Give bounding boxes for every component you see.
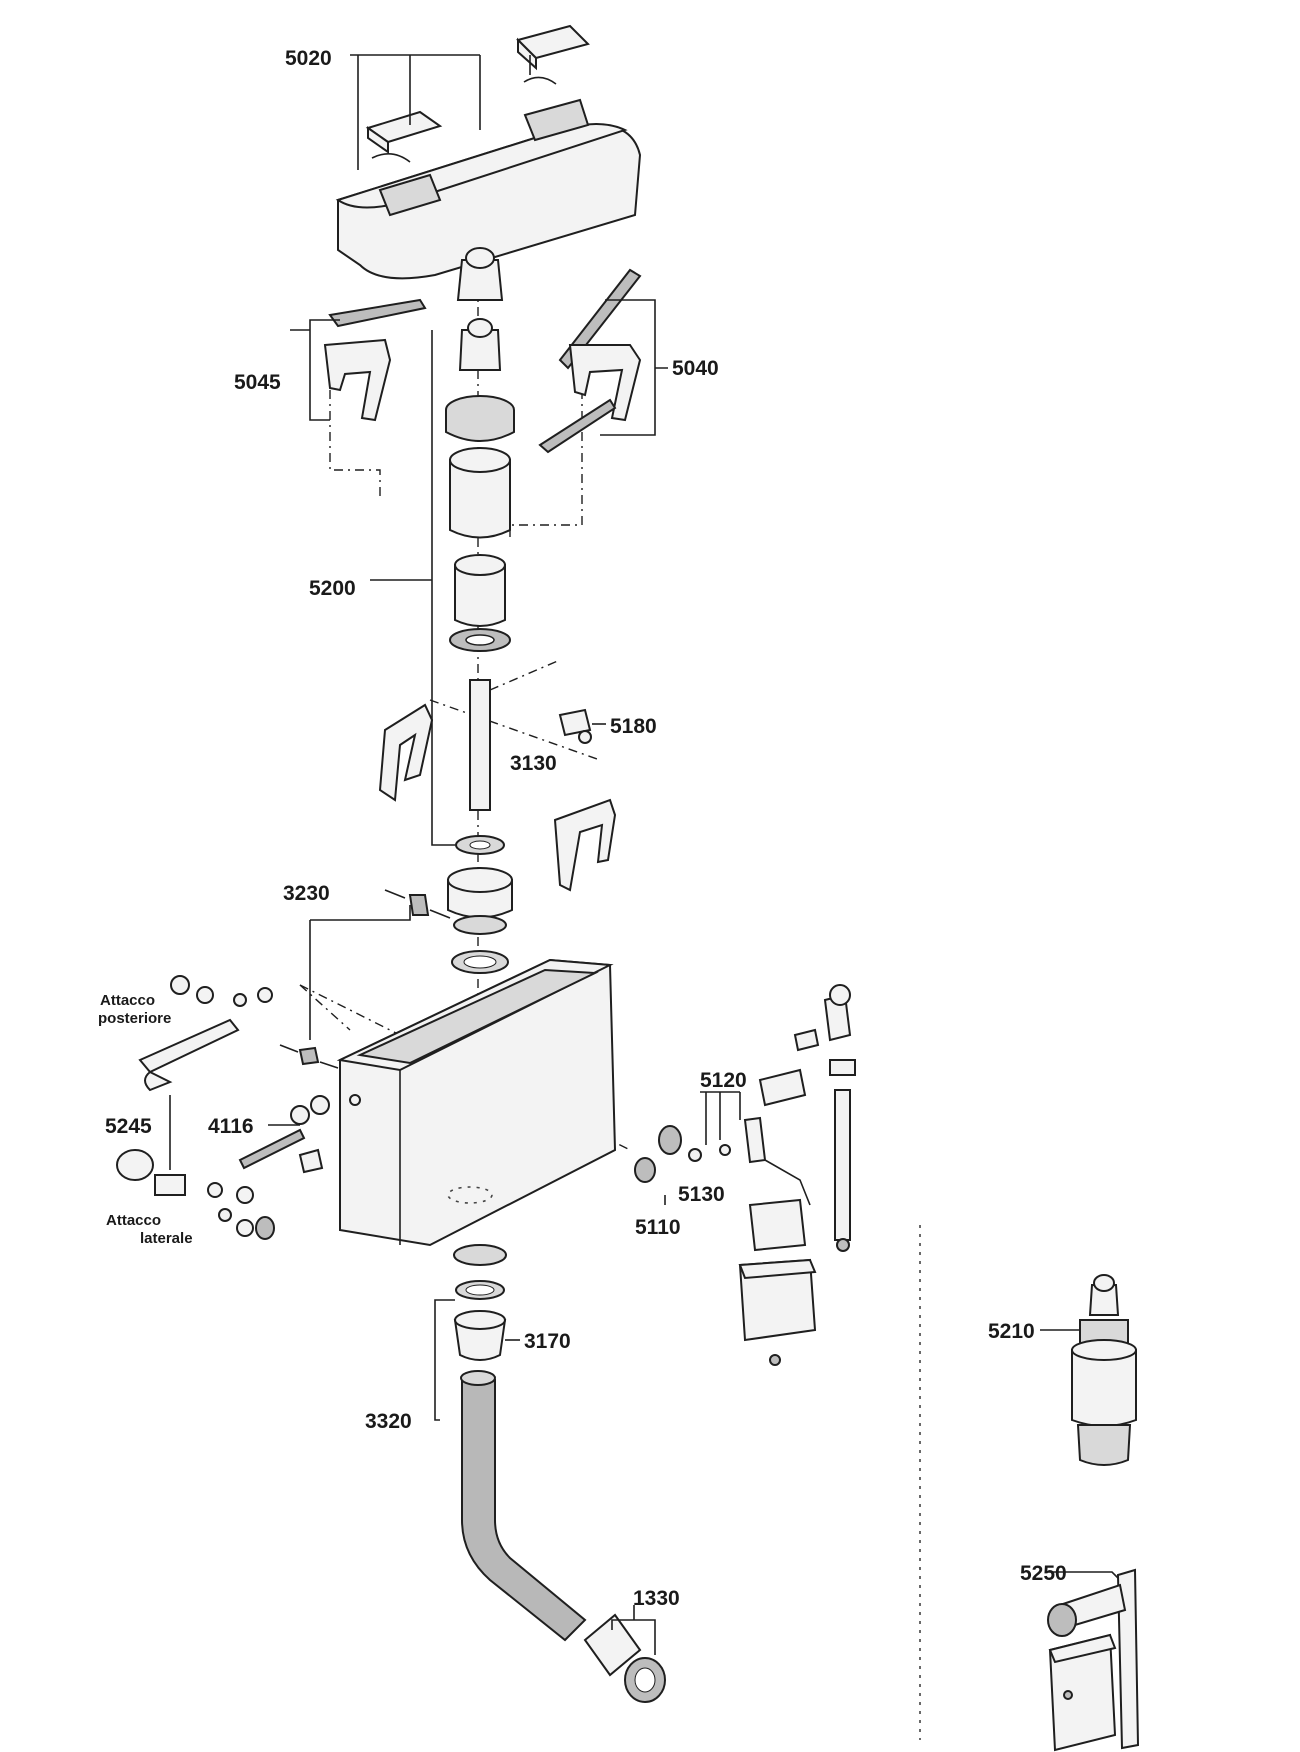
flush-pipe <box>460 1370 666 1703</box>
label-5045: 5045 <box>234 371 281 394</box>
fill-valve-assembly <box>634 984 856 1366</box>
label-3230: 3230 <box>283 882 330 905</box>
right-lever-assembly <box>538 268 668 454</box>
label-side-connection-line1: Attacco <box>106 1212 161 1229</box>
outlet-parts <box>434 1244 520 1421</box>
label-5040: 5040 <box>672 357 719 380</box>
flush-valve-column <box>370 247 515 974</box>
inset-fill-valve <box>1047 1568 1140 1752</box>
label-3320: 3320 <box>365 1410 412 1433</box>
label-4116: 4116 <box>208 1115 254 1138</box>
cistern-tank <box>279 958 617 1247</box>
top-cover-assembly <box>335 24 642 280</box>
label-5210: 5210 <box>988 1320 1035 1343</box>
label-rear-connection-line1: Attacco <box>100 992 155 1009</box>
label-rear-connection-line2: posteriore <box>98 1010 171 1027</box>
label-3130: 3130 <box>510 752 557 775</box>
label-3170: 3170 <box>524 1330 571 1353</box>
label-side-connection-line2: laterale <box>140 1230 193 1247</box>
assembly-axis-lines <box>299 160 921 1740</box>
label-1330: 1330 <box>633 1587 680 1610</box>
label-5200: 5200 <box>309 577 356 600</box>
label-5250: 5250 <box>1020 1562 1067 1585</box>
label-5130: 5130 <box>678 1183 725 1206</box>
inset-flush-valve <box>1040 1274 1137 1466</box>
left-lever-assembly <box>290 298 427 422</box>
label-5245: 5245 <box>105 1115 152 1138</box>
label-5180: 5180 <box>610 715 657 738</box>
overflow-clip-3230 <box>309 889 451 1040</box>
side-frames <box>378 703 617 892</box>
label-5020: 5020 <box>285 47 332 70</box>
left-connections <box>116 975 330 1240</box>
label-5110: 5110 <box>635 1216 681 1239</box>
label-5120: 5120 <box>700 1069 747 1092</box>
